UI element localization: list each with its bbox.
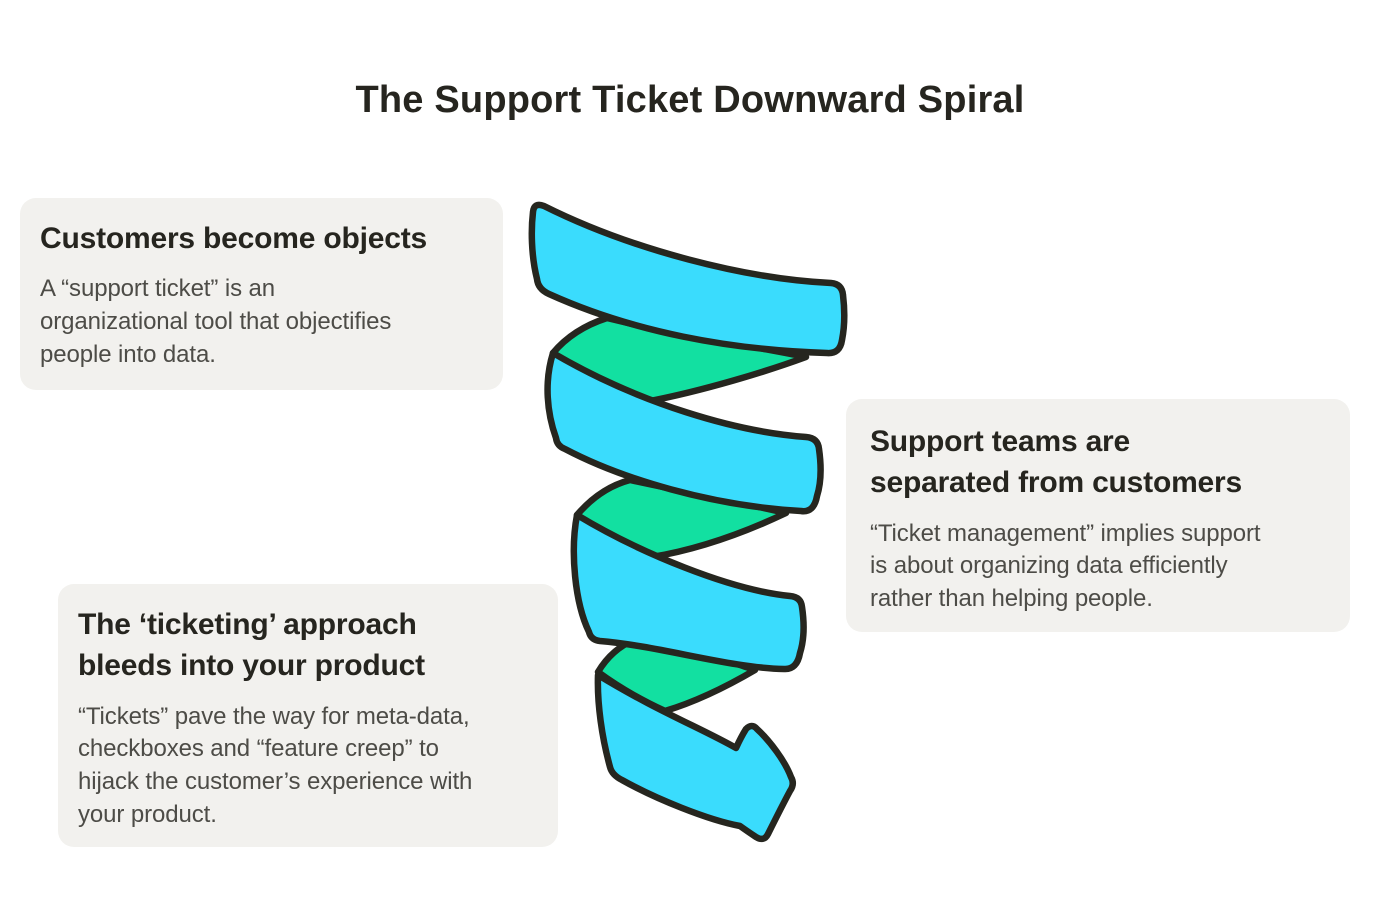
card-heading: The ‘ticketing’ approach bleeds into you…	[78, 608, 425, 683]
card-body: “Tickets” pave the way for meta-data, ch…	[78, 702, 473, 828]
spiral-front-band-3-icon	[570, 511, 807, 673]
page-title: The Support Ticket Downward Spiral	[355, 79, 1025, 122]
spiral-front-band-1-icon	[528, 201, 848, 357]
card-heading: Support teams are separated from custome…	[870, 425, 1243, 500]
spiral-arrow-band-icon	[594, 671, 796, 843]
card-ticketing-bleeds-into-product: The ‘ticketing’ approach bleeds into you…	[58, 584, 558, 847]
card-support-teams-separated: Support teams are separated from custome…	[846, 399, 1350, 632]
card-body: A “support ticket” is an organizational …	[40, 275, 392, 368]
spiral-front-band-2-icon	[544, 349, 824, 515]
card-heading: Customers become objects	[40, 222, 427, 255]
card-body: “Ticket management” implies support is a…	[870, 519, 1261, 613]
card-customers-become-objects: Customers become objects A “support tick…	[20, 198, 503, 390]
